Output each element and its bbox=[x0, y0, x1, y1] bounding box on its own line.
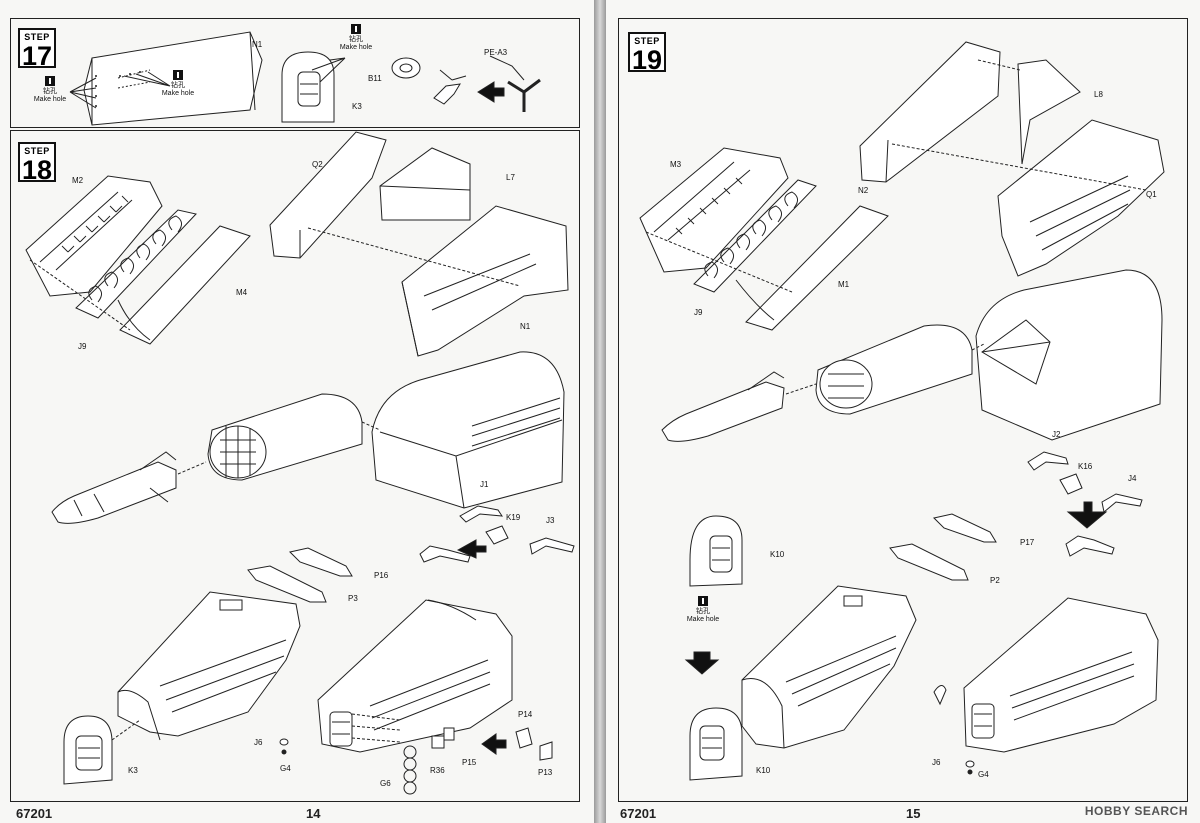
book-gutter bbox=[594, 0, 606, 823]
part-label-pe-a3: PE-A3 bbox=[484, 48, 508, 57]
make-hole-en: Make hole bbox=[33, 96, 67, 103]
page-number: 14 bbox=[306, 806, 321, 821]
part-label-l7: L7 bbox=[506, 173, 515, 182]
part-label-n2: N2 bbox=[858, 186, 869, 195]
drill-icon bbox=[173, 70, 183, 80]
step-18-badge: STEP 18 bbox=[18, 142, 56, 185]
part-label-b11: B11 bbox=[368, 74, 382, 83]
part-label-p13: P13 bbox=[538, 768, 553, 777]
part-label-p17: P17 bbox=[1020, 538, 1035, 547]
drill-icon bbox=[698, 596, 708, 606]
part-label-g4: G4 bbox=[280, 764, 291, 773]
instruction-page-right: STEP 19 bbox=[606, 0, 1200, 823]
part-label-m3: M3 bbox=[670, 160, 682, 169]
make-hole-note-a: 钻孔 Make hole bbox=[30, 76, 70, 104]
part-label-p3: P3 bbox=[348, 594, 358, 603]
part-label-k19: K19 bbox=[506, 513, 521, 522]
step-17-badge: STEP 17 bbox=[18, 28, 56, 71]
make-hole-note-b: 钻孔 Make hole bbox=[156, 70, 200, 98]
part-label-p15: P15 bbox=[462, 758, 477, 767]
part-label-k3: K3 bbox=[352, 102, 362, 111]
part-label-p2: P2 bbox=[990, 576, 1000, 585]
product-code: 67201 bbox=[620, 806, 657, 821]
part-label-j6: J6 bbox=[254, 738, 263, 747]
make-hole-note-c: 钻孔 Make hole bbox=[334, 24, 378, 52]
part-label-k10-bottom: K10 bbox=[756, 766, 771, 775]
make-hole-cn: 钻孔 bbox=[349, 36, 363, 43]
part-label-l8: L8 bbox=[1094, 90, 1103, 99]
step-19-badge: STEP 19 bbox=[628, 32, 666, 75]
step-label: STEP bbox=[24, 146, 50, 156]
drill-icon bbox=[351, 24, 361, 34]
step-number: 17 bbox=[21, 41, 53, 71]
make-hole-en: Make hole bbox=[339, 44, 373, 51]
step-19-assembly-drawing bbox=[639, 41, 1165, 781]
make-hole-note: 钻孔 Make hole bbox=[680, 596, 726, 624]
part-label-q1: Q1 bbox=[1146, 190, 1157, 199]
part-label-j1: J1 bbox=[480, 480, 489, 489]
step-label: STEP bbox=[24, 32, 50, 42]
make-hole-cn: 钻孔 bbox=[43, 88, 57, 95]
part-label-j4: J4 bbox=[1128, 474, 1137, 483]
step-17-18-assembly-drawing bbox=[25, 31, 575, 795]
part-label-q2: Q2 bbox=[312, 160, 323, 169]
part-label-g4: G4 bbox=[978, 770, 989, 779]
part-label-k3: K3 bbox=[128, 766, 138, 775]
part-label-n1: N1 bbox=[252, 40, 263, 49]
product-code: 67201 bbox=[16, 806, 53, 821]
make-hole-en: Make hole bbox=[686, 616, 720, 623]
part-label-j9: J9 bbox=[694, 308, 703, 317]
step-18-frame bbox=[10, 130, 580, 802]
part-label-m4: M4 bbox=[236, 288, 248, 297]
part-label-k16: K16 bbox=[1078, 462, 1093, 471]
part-label-p14: P14 bbox=[518, 710, 533, 719]
part-label-m1: M1 bbox=[838, 280, 850, 289]
step-number: 19 bbox=[631, 45, 663, 75]
part-label-m2: M2 bbox=[72, 176, 84, 185]
page-number: 15 bbox=[906, 806, 921, 821]
part-label-g6: G6 bbox=[380, 779, 391, 788]
drill-icon bbox=[45, 76, 55, 86]
step-17-frame bbox=[10, 18, 580, 128]
part-label-p16: P16 bbox=[374, 571, 389, 580]
part-label-j9: J9 bbox=[78, 342, 87, 351]
make-hole-cn: 钻孔 bbox=[171, 82, 185, 89]
make-hole-en: Make hole bbox=[161, 90, 195, 97]
watermark-text: HOBBY SEARCH bbox=[1084, 804, 1188, 818]
part-label-n1: N1 bbox=[520, 322, 531, 331]
step-number: 18 bbox=[21, 155, 53, 185]
part-label-j3: J3 bbox=[546, 516, 555, 525]
part-label-r36: R36 bbox=[430, 766, 445, 775]
part-label-j2: J2 bbox=[1052, 430, 1061, 439]
make-hole-cn: 钻孔 bbox=[696, 608, 710, 615]
part-label-j6: J6 bbox=[932, 758, 941, 767]
step-19-frame bbox=[618, 18, 1188, 802]
step-label: STEP bbox=[634, 36, 660, 46]
part-label-k10-top: K10 bbox=[770, 550, 785, 559]
instruction-page-left: STEP 17 STEP 18 bbox=[0, 0, 594, 823]
